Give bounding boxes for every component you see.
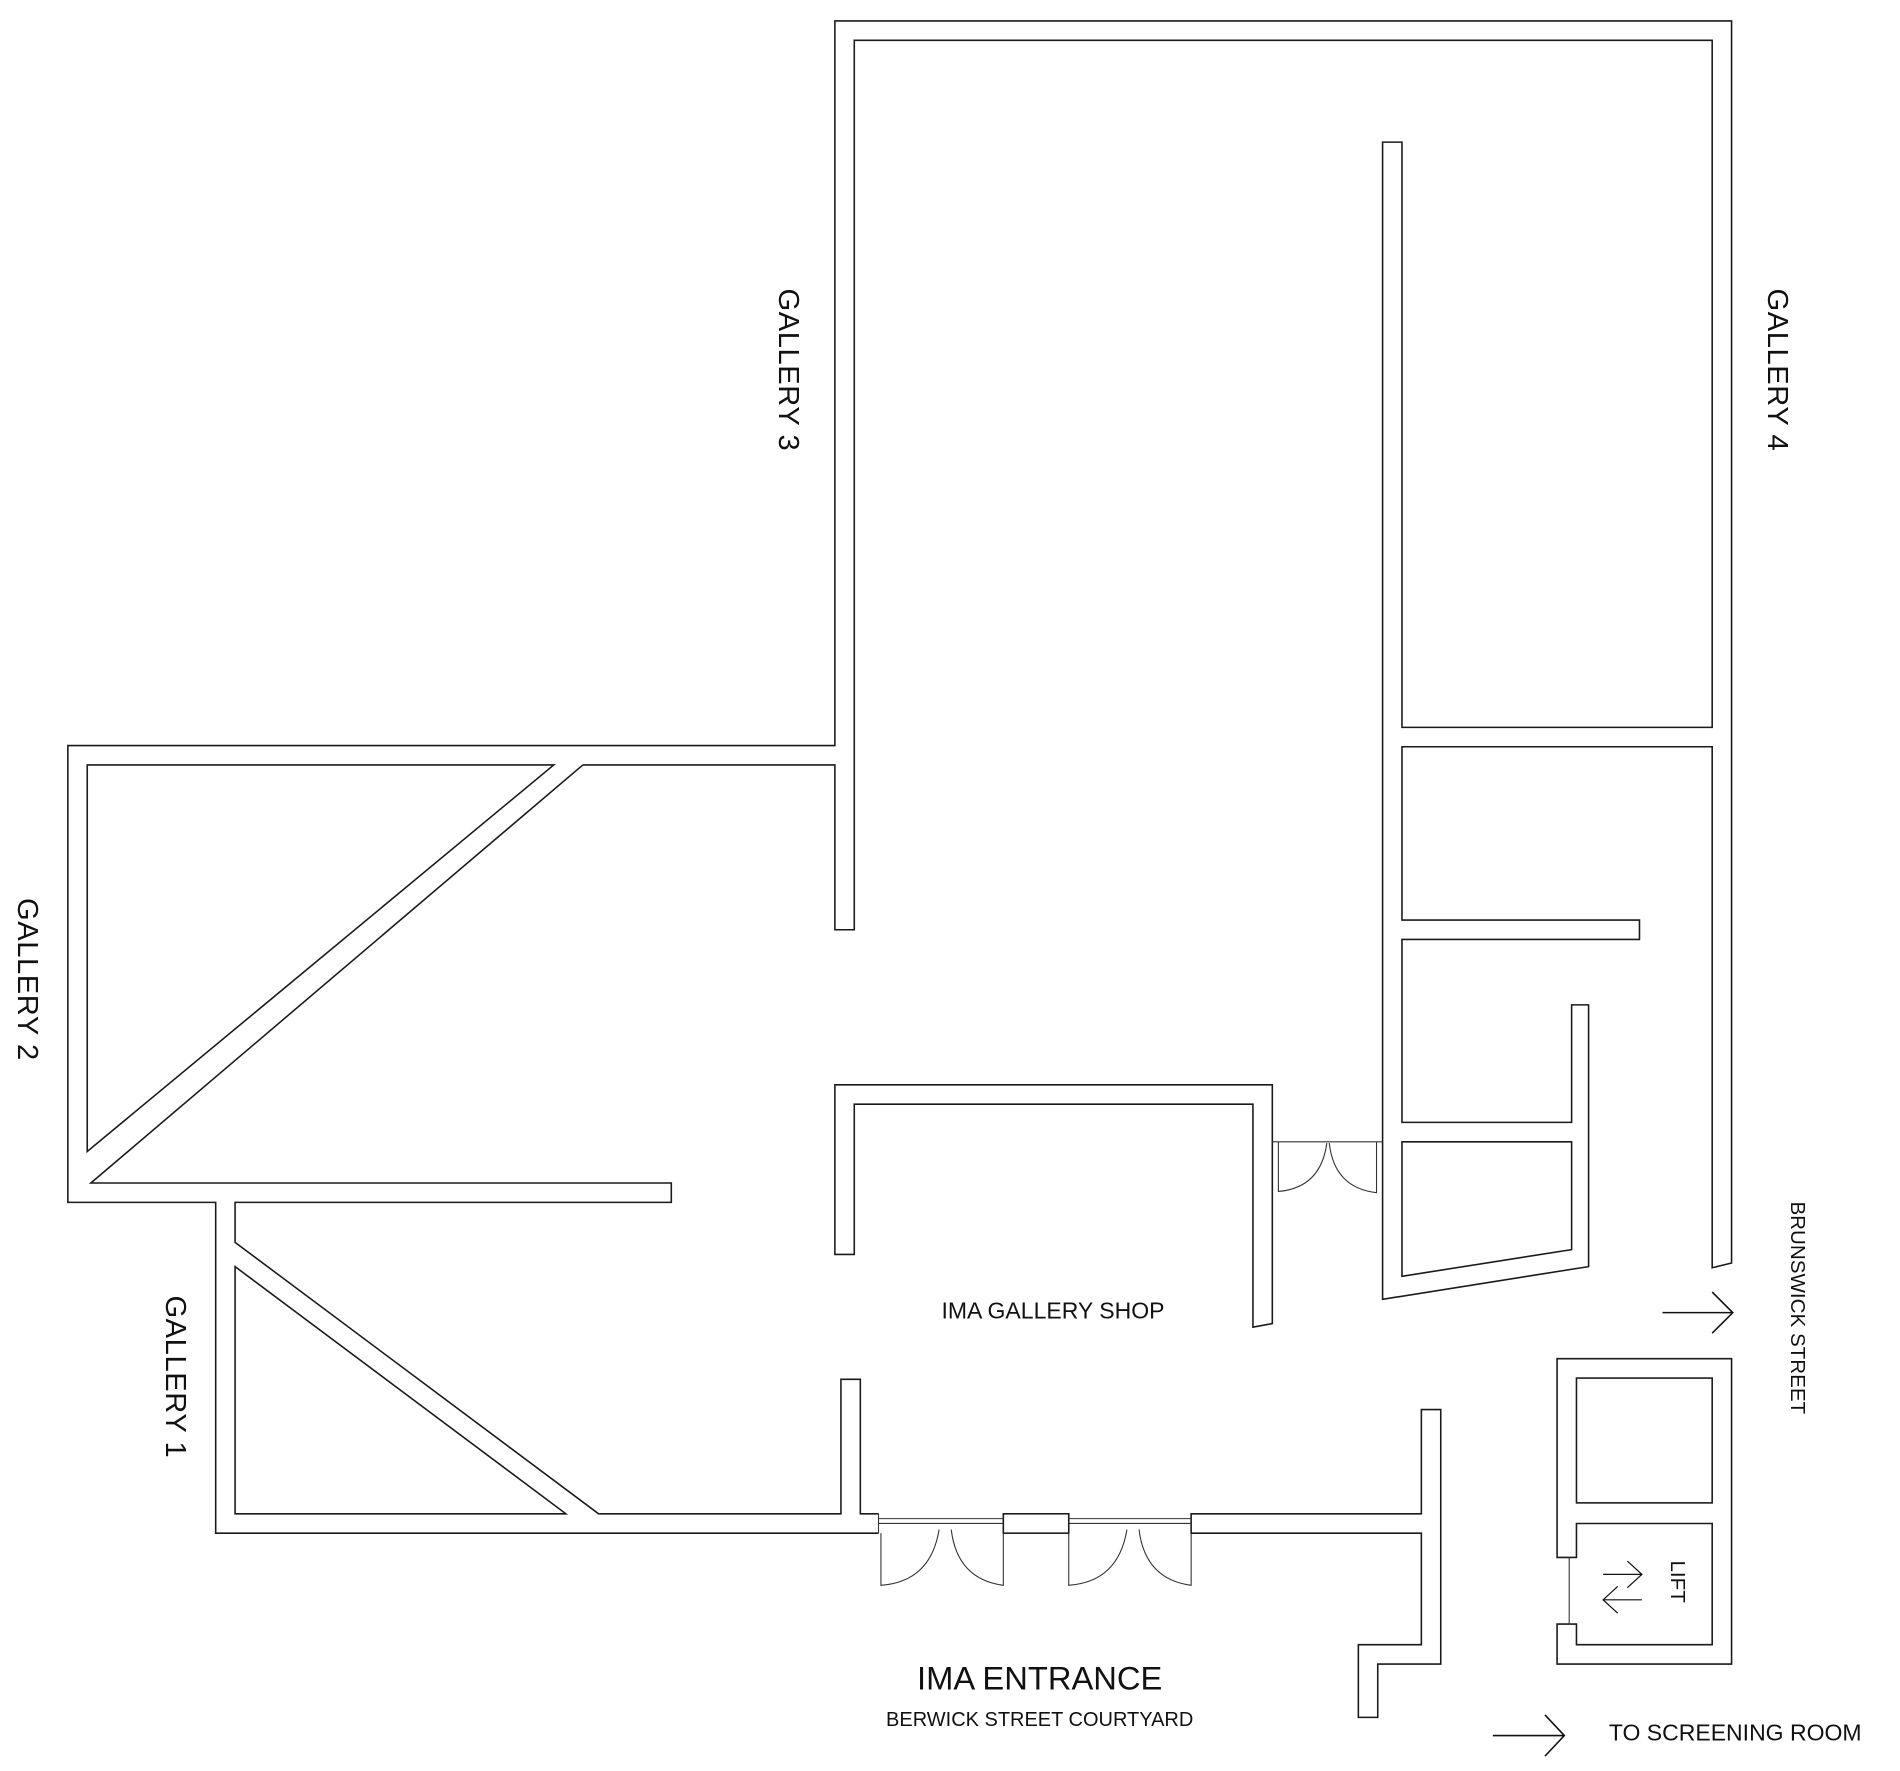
doors — [880, 1141, 1383, 1586]
arrows — [1492, 1291, 1734, 1757]
main-perimeter-wall — [67, 20, 1733, 1534]
lift-arrows-icon — [1602, 1560, 1643, 1614]
storage-room-wall — [1401, 1140, 1573, 1278]
shop-label: IMA GALLERY SHOP — [941, 1298, 1164, 1324]
gallery-3-label: GALLERY 3 — [772, 289, 804, 452]
lift-upper-room — [1575, 1377, 1713, 1504]
gallery-2-triangle-wall — [86, 764, 556, 1154]
gallery-4-door-2[interactable] — [1328, 1141, 1378, 1194]
screening-room-label: TO SCREENING ROOM — [1609, 1719, 1862, 1745]
gallery-4-label: GALLERY 4 — [1761, 289, 1793, 452]
labels: GALLERY 3 GALLERY 4 GALLERY 2 GALLERY 1 … — [11, 289, 1861, 1746]
gallery-2-label: GALLERY 2 — [11, 898, 43, 1061]
lift-block-wall — [1556, 1357, 1733, 1665]
lift-label: LIFT — [1666, 1560, 1689, 1603]
gallery-4-door-1[interactable] — [1277, 1141, 1328, 1193]
door-frame — [877, 1513, 1192, 1534]
entrance-door-2[interactable] — [950, 1529, 1004, 1586]
brunswick-street-label: BRUNSWICK STREET — [1786, 1201, 1809, 1414]
door-pillar — [1002, 1512, 1070, 1534]
brunswick-street-arrow-icon — [1662, 1291, 1734, 1334]
entrance-wall — [1190, 1408, 1442, 1719]
lift-shaft — [1569, 1522, 1713, 1646]
entrance-door-1[interactable] — [880, 1529, 940, 1586]
entrance-subtitle: BERWICK STREET COURTYARD — [886, 1709, 1193, 1731]
screening-room-arrow-icon — [1492, 1714, 1566, 1757]
entrance-door-4[interactable] — [1138, 1529, 1192, 1586]
shop-wall — [834, 1084, 1274, 1329]
gallery-1-triangle-wall — [234, 1265, 569, 1515]
entrance-title: IMA ENTRANCE — [917, 1659, 1162, 1696]
entrance-door-3[interactable] — [1068, 1529, 1128, 1586]
gallery-1-label: GALLERY 1 — [159, 1295, 191, 1458]
gallery-2-diagonal-wall — [88, 764, 879, 1515]
walls — [67, 20, 1733, 1719]
